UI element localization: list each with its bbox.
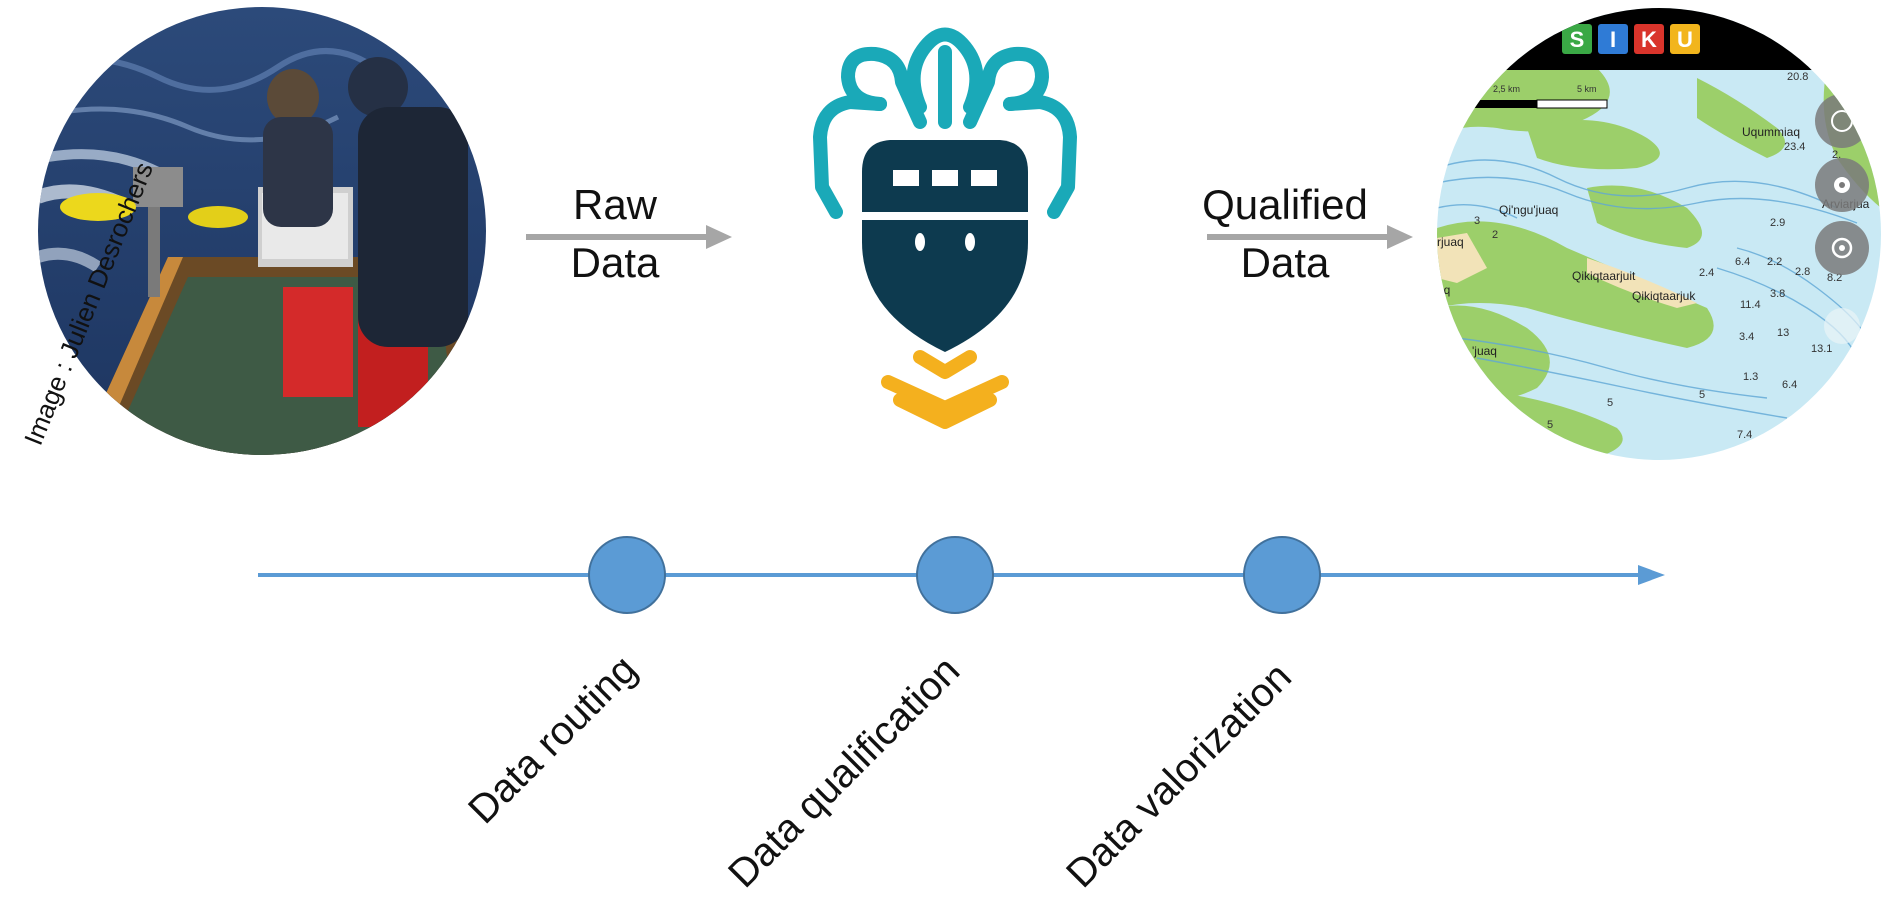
depth-label: 20.8 <box>1787 71 1808 83</box>
timeline-node-routing <box>588 536 666 614</box>
raw-label-line2: Data <box>570 239 660 286</box>
raw-data-arrow <box>526 225 732 249</box>
globe-icon[interactable] <box>1815 94 1869 148</box>
logo-eye-right <box>965 233 975 251</box>
scale-label-2: 5 km <box>1577 84 1597 94</box>
qualified-data-label: Qualified Data <box>1180 176 1390 292</box>
raw-label-line1: Raw <box>572 181 658 228</box>
depth-label: 3 <box>1474 215 1480 227</box>
timeline-node-qualification <box>916 536 994 614</box>
depth-label: 2.9 <box>1770 217 1785 229</box>
depth-label: 13.1 <box>1811 343 1832 355</box>
depth-label: 1.3 <box>1743 371 1758 383</box>
place-label: Uqummiaq <box>1742 125 1800 139</box>
logo-window-3 <box>971 170 997 186</box>
timeline-node-valorization <box>1243 536 1321 614</box>
siku-logo-tile <box>1598 24 1628 54</box>
place-label: 'juaq <box>1472 344 1497 358</box>
depth-label: 2. <box>1832 149 1841 161</box>
siku-logo-letter: I <box>1610 27 1616 52</box>
depth-label: 6.4 <box>1735 256 1750 268</box>
depth-label: 2.2 <box>1767 256 1782 268</box>
logo-sonar-waves <box>881 350 1009 429</box>
depth-label: 23.4 <box>1784 141 1805 153</box>
depth-label: 2.4 <box>1699 267 1714 279</box>
logo-hull-band <box>862 212 1028 220</box>
depth-label: 2.8 <box>1795 266 1810 278</box>
depth-label: 13 <box>1777 327 1789 339</box>
qualified-label-line1: Qualified <box>1202 181 1368 228</box>
siku-logo-tile <box>1562 24 1592 54</box>
logo <box>813 27 1077 429</box>
logo-window-2 <box>932 170 958 186</box>
scale-label-1: 2,5 km <box>1493 84 1520 94</box>
depth-label: 11.4 <box>1740 299 1761 311</box>
siku-logo-tile <box>1634 24 1664 54</box>
timeline-arrowhead <box>1638 565 1665 585</box>
siku-logo-letter: S <box>1570 27 1585 52</box>
place-label: Qikiqtaarjuit <box>1572 269 1636 283</box>
siku-logo-letter: U <box>1677 27 1693 52</box>
boat-photo-art <box>38 7 486 455</box>
depth-label: 8.2 <box>1827 272 1842 284</box>
depth-label: 3.4 <box>1739 331 1754 343</box>
raw-data-label: Raw Data <box>540 176 690 292</box>
logo-window-1 <box>893 170 919 186</box>
stage-label-valorization: Data valorization <box>1058 654 1300 897</box>
logo-eye-left <box>915 233 925 251</box>
stage-label-qualification: Data qualification <box>720 648 969 897</box>
depth-label: 5 <box>1547 419 1553 431</box>
qualified-data-arrow <box>1207 225 1413 249</box>
logo-tentacles <box>813 27 1077 219</box>
place-label: Qi'ngu'juaq <box>1499 203 1558 217</box>
depth-label: 5 <box>1699 389 1705 401</box>
depth-label: 3.8 <box>1770 288 1785 300</box>
place-label: Qikiqtaarjuk <box>1632 289 1696 303</box>
boat-photo <box>38 7 486 455</box>
siku-logo-tile <box>1670 24 1700 54</box>
logo-hull <box>862 140 1028 352</box>
depth-label: 7.4 <box>1737 429 1752 441</box>
qualified-label-line2: Data <box>1240 239 1330 286</box>
depth-label: 5 <box>1607 397 1613 409</box>
timeline <box>258 536 1665 614</box>
siku-logo-letter: K <box>1641 27 1657 52</box>
stage-label-routing: Data routing <box>460 647 646 833</box>
depth-label: 6.4 <box>1782 379 1797 391</box>
depth-label: 2 <box>1492 229 1498 241</box>
place-label: aq <box>1437 283 1450 297</box>
place-label: rjuaq <box>1437 235 1464 249</box>
